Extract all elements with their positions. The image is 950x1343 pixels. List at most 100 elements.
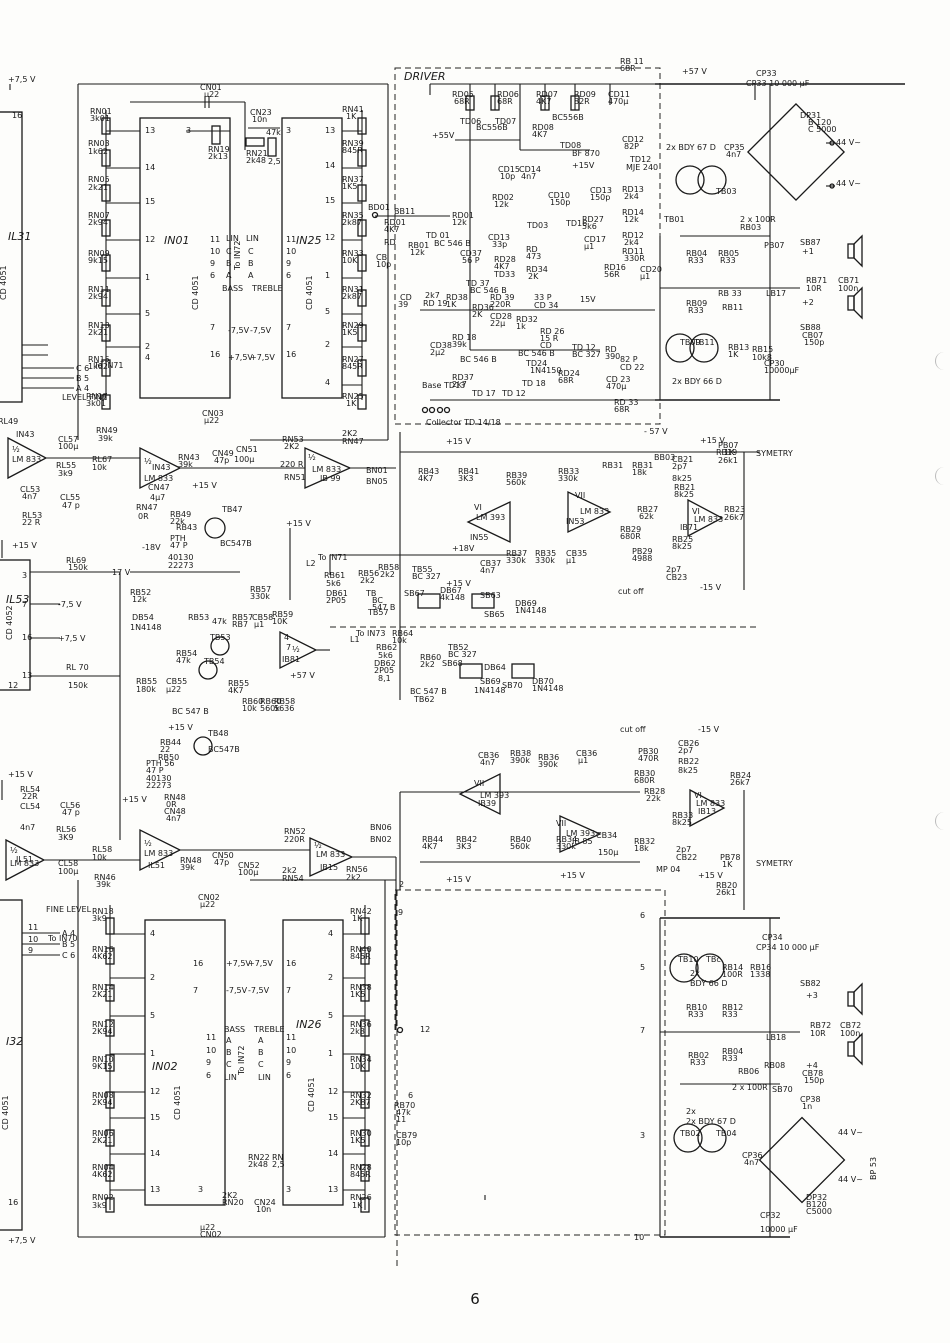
svg-text:14: 14: [328, 1149, 338, 1158]
svg-text:RD36: RD36: [472, 303, 494, 312]
svg-text:82R: 82R: [574, 97, 590, 106]
svg-text:RN51: RN51: [284, 473, 306, 482]
svg-text:2k7: 2k7: [425, 291, 440, 300]
svg-text:1N4148: 1N4148: [474, 686, 505, 695]
svg-text:RB21: RB21: [674, 483, 695, 492]
svg-text:B: B: [226, 1048, 232, 1057]
svg-text:CD10: CD10: [548, 191, 570, 200]
svg-text:56 P: 56 P: [462, 256, 480, 265]
svg-text:IB 99: IB 99: [320, 474, 341, 483]
svg-text:2: 2: [328, 973, 333, 982]
svg-text:CN23: CN23: [250, 108, 272, 117]
svg-text:½: ½: [10, 846, 18, 855]
svg-text:RB53: RB53: [188, 613, 209, 622]
svg-text:10: 10: [210, 247, 220, 256]
svg-text:RB27: RB27: [637, 505, 658, 514]
svg-text:680R: 680R: [634, 776, 655, 785]
svg-text:4988: 4988: [632, 554, 652, 563]
svg-text:-18V: -18V: [142, 543, 161, 552]
svg-text:10: 10: [286, 247, 296, 256]
svg-text:A: A: [248, 271, 254, 280]
svg-text:2: 2: [145, 342, 150, 351]
svg-text:µ1: µ1: [566, 556, 576, 565]
svg-text:RN36: RN36: [350, 1020, 372, 1029]
svg-text:10p: 10p: [376, 260, 391, 269]
svg-text:15 R: 15 R: [540, 334, 559, 343]
svg-text:2,5: 2,5: [268, 157, 281, 166]
svg-text:RB34: RB34: [556, 835, 577, 844]
svg-text:9: 9: [206, 1058, 211, 1067]
svg-text:39: 39: [398, 300, 408, 309]
svg-text:12k: 12k: [132, 595, 147, 604]
svg-text:BASS: BASS: [224, 1025, 245, 1034]
svg-text:15: 15: [150, 1113, 160, 1122]
svg-text:CB71: CB71: [838, 276, 859, 285]
svg-text:TB04: TB04: [715, 1129, 737, 1138]
svg-text:IN43: IN43: [16, 430, 35, 439]
svg-text:44 V~: 44 V~: [838, 1128, 863, 1137]
svg-text:BC 547 B: BC 547 B: [410, 687, 447, 696]
svg-text:1: 1: [328, 1049, 333, 1058]
svg-text:CB36: CB36: [478, 751, 499, 760]
svg-text:5: 5: [325, 307, 330, 316]
svg-text:RB39: RB39: [506, 471, 527, 480]
svg-text:CB36: CB36: [576, 749, 597, 758]
svg-text:CD 23: CD 23: [606, 375, 630, 384]
svg-text:9: 9: [28, 946, 33, 955]
svg-text:1k62: 1k62: [88, 362, 108, 371]
svg-text:13: 13: [328, 1185, 338, 1194]
svg-text:RN26: RN26: [350, 1193, 372, 1202]
svg-text:+7,5V: +7,5V: [228, 353, 253, 362]
svg-text:100µ: 100µ: [234, 455, 254, 464]
svg-text:0R: 0R: [138, 512, 149, 521]
svg-text:RB25: RB25: [672, 535, 693, 544]
svg-text:RB60: RB60: [420, 653, 441, 662]
level-fine-label: LEVEL FINE: [62, 393, 107, 402]
svg-text:RD01: RD01: [384, 218, 406, 227]
minus-57v-label: - 57 V: [644, 427, 668, 436]
svg-text:RD34: RD34: [526, 265, 548, 274]
svg-text:RB31: RB31: [602, 461, 623, 470]
svg-text:26k7: 26k7: [724, 513, 744, 522]
svg-text:4: 4: [325, 378, 330, 387]
binder-hole-1: [935, 352, 950, 370]
svg-text:5: 5: [145, 309, 150, 318]
svg-text:BDY 66 D: BDY 66 D: [690, 979, 728, 988]
svg-text:CD13: CD13: [488, 233, 510, 242]
svg-text:RD38: RD38: [446, 293, 468, 302]
svg-text:LM 833: LM 833: [12, 455, 41, 464]
svg-text:7: 7: [640, 1026, 645, 1035]
svg-text:CN48: CN48: [164, 807, 186, 816]
svg-text:DB70: DB70: [532, 677, 554, 686]
svg-text:TB47: TB47: [221, 505, 243, 514]
svg-text:10R: 10R: [806, 284, 822, 293]
svg-text:RB55: RB55: [136, 677, 157, 686]
svg-text:5: 5: [150, 1011, 155, 1020]
svg-text:SB67: SB67: [404, 589, 425, 598]
label-c6: C 6: [76, 364, 89, 373]
svg-text:TD 12: TD 12: [501, 389, 526, 398]
svg-text:14: 14: [325, 161, 335, 170]
svg-text:TD08: TD08: [559, 141, 581, 150]
svg-text:RD: RD: [605, 345, 617, 354]
svg-text:4: 4: [150, 929, 155, 938]
svg-text:RB44: RB44: [422, 835, 443, 844]
svg-text:4n7: 4n7: [480, 566, 495, 575]
svg-text:IN01: IN01: [164, 234, 189, 247]
svg-text:SB65: SB65: [484, 610, 505, 619]
svg-text:10k: 10k: [242, 704, 257, 713]
svg-text:BC 546 B: BC 546 B: [460, 355, 497, 364]
svg-text:RN13: RN13: [88, 321, 110, 330]
svg-text:+1: +1: [802, 247, 814, 256]
svg-text:470µ: 470µ: [606, 382, 626, 391]
svg-text:2k2: 2k2: [420, 660, 435, 669]
svg-text:845R: 845R: [342, 362, 363, 371]
svg-text:RB59: RB59: [272, 610, 293, 619]
svg-text:B: B: [226, 259, 232, 268]
svg-text:2K21: 2K21: [92, 1136, 113, 1145]
svg-text:LM 833: LM 833: [696, 799, 725, 808]
svg-text:44 V~: 44 V~: [838, 1175, 863, 1184]
svg-text:µ1: µ1: [640, 272, 650, 281]
svg-text:RB38: RB38: [510, 749, 531, 758]
svg-text:CP33 10 000 µF: CP33 10 000 µF: [746, 79, 810, 88]
